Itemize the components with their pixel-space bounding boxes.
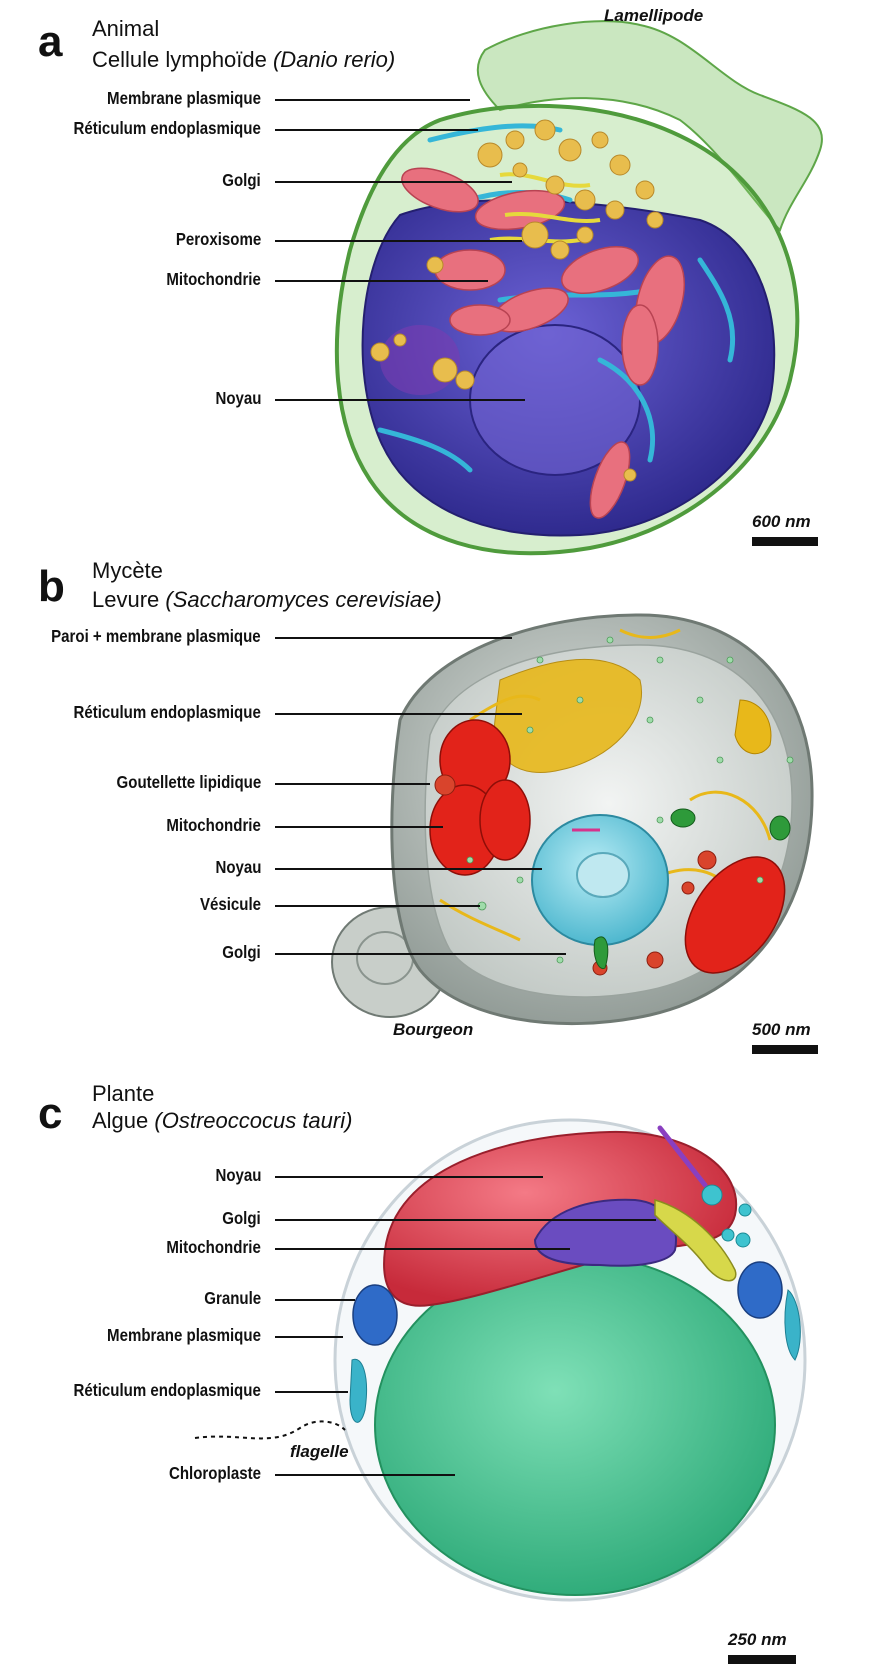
panel-a-organism: Cellule lymphoïde (Danio rerio)	[92, 45, 395, 75]
label-b-goutellette-lipidique: Goutellette lipidique	[116, 772, 261, 793]
label-b-reticulum: Réticulum endoplasmique	[74, 702, 261, 723]
yeast-cell	[332, 615, 812, 1024]
algae-cell	[195, 1120, 805, 1600]
scale-label-a: 600 nm	[752, 512, 811, 532]
label-b-paroi-membrane: Paroi + membrane plasmique	[51, 626, 261, 647]
label-c-membrane-plasmique: Membrane plasmique	[107, 1325, 261, 1346]
panel-a-kingdom: Animal	[92, 14, 159, 44]
scale-label-c: 250 nm	[728, 1630, 787, 1650]
label-a-peroxisome: Peroxisome	[176, 229, 261, 250]
scale-bar-a	[752, 537, 818, 546]
label-b-vesicule: Vésicule	[200, 894, 261, 915]
panel-b-kingdom: Mycète	[92, 556, 163, 586]
chloroplast	[375, 1255, 775, 1595]
label-c-chloroplaste: Chloroplaste	[169, 1463, 261, 1484]
panel-c-species: (Ostreoccocus tauri)	[154, 1108, 352, 1133]
panel-letter-a: a	[38, 20, 62, 64]
label-b-mitochondrie: Mitochondrie	[167, 815, 261, 836]
panel-b-species: (Saccharomyces cerevisiae)	[165, 587, 441, 612]
annotation-lamellipode: Lamellipode	[604, 6, 703, 26]
label-c-reticulum: Réticulum endoplasmique	[74, 1380, 261, 1401]
panel-letter-c: c	[38, 1092, 62, 1136]
label-c-golgi: Golgi	[223, 1208, 261, 1229]
flagellum	[195, 1421, 345, 1438]
scale-bar-b	[752, 1045, 818, 1054]
panel-c-organism: Algue (Ostreoccocus tauri)	[92, 1106, 352, 1136]
scale-label-b: 500 nm	[752, 1020, 811, 1040]
label-b-golgi: Golgi	[223, 942, 261, 963]
label-c-granule: Granule	[204, 1288, 261, 1309]
label-b-noyau: Noyau	[215, 857, 261, 878]
label-a-golgi: Golgi	[223, 170, 261, 191]
label-a-noyau: Noyau	[215, 388, 261, 409]
panel-letter-b: b	[38, 565, 65, 609]
label-a-membrane-plasmique: Membrane plasmique	[107, 88, 261, 109]
label-a-mitochondrie: Mitochondrie	[167, 269, 261, 290]
label-a-reticulum: Réticulum endoplasmique	[74, 118, 261, 139]
label-c-noyau: Noyau	[215, 1165, 261, 1186]
panel-a-species: (Danio rerio)	[273, 47, 395, 72]
panel-b-organism: Levure (Saccharomyces cerevisiae)	[92, 585, 442, 615]
scale-bar-c	[728, 1655, 796, 1664]
label-c-mitochondrie: Mitochondrie	[167, 1237, 261, 1258]
panel-c-kingdom: Plante	[92, 1079, 154, 1109]
annotation-flagelle: flagelle	[290, 1442, 349, 1462]
annotation-bourgeon: Bourgeon	[393, 1020, 473, 1040]
